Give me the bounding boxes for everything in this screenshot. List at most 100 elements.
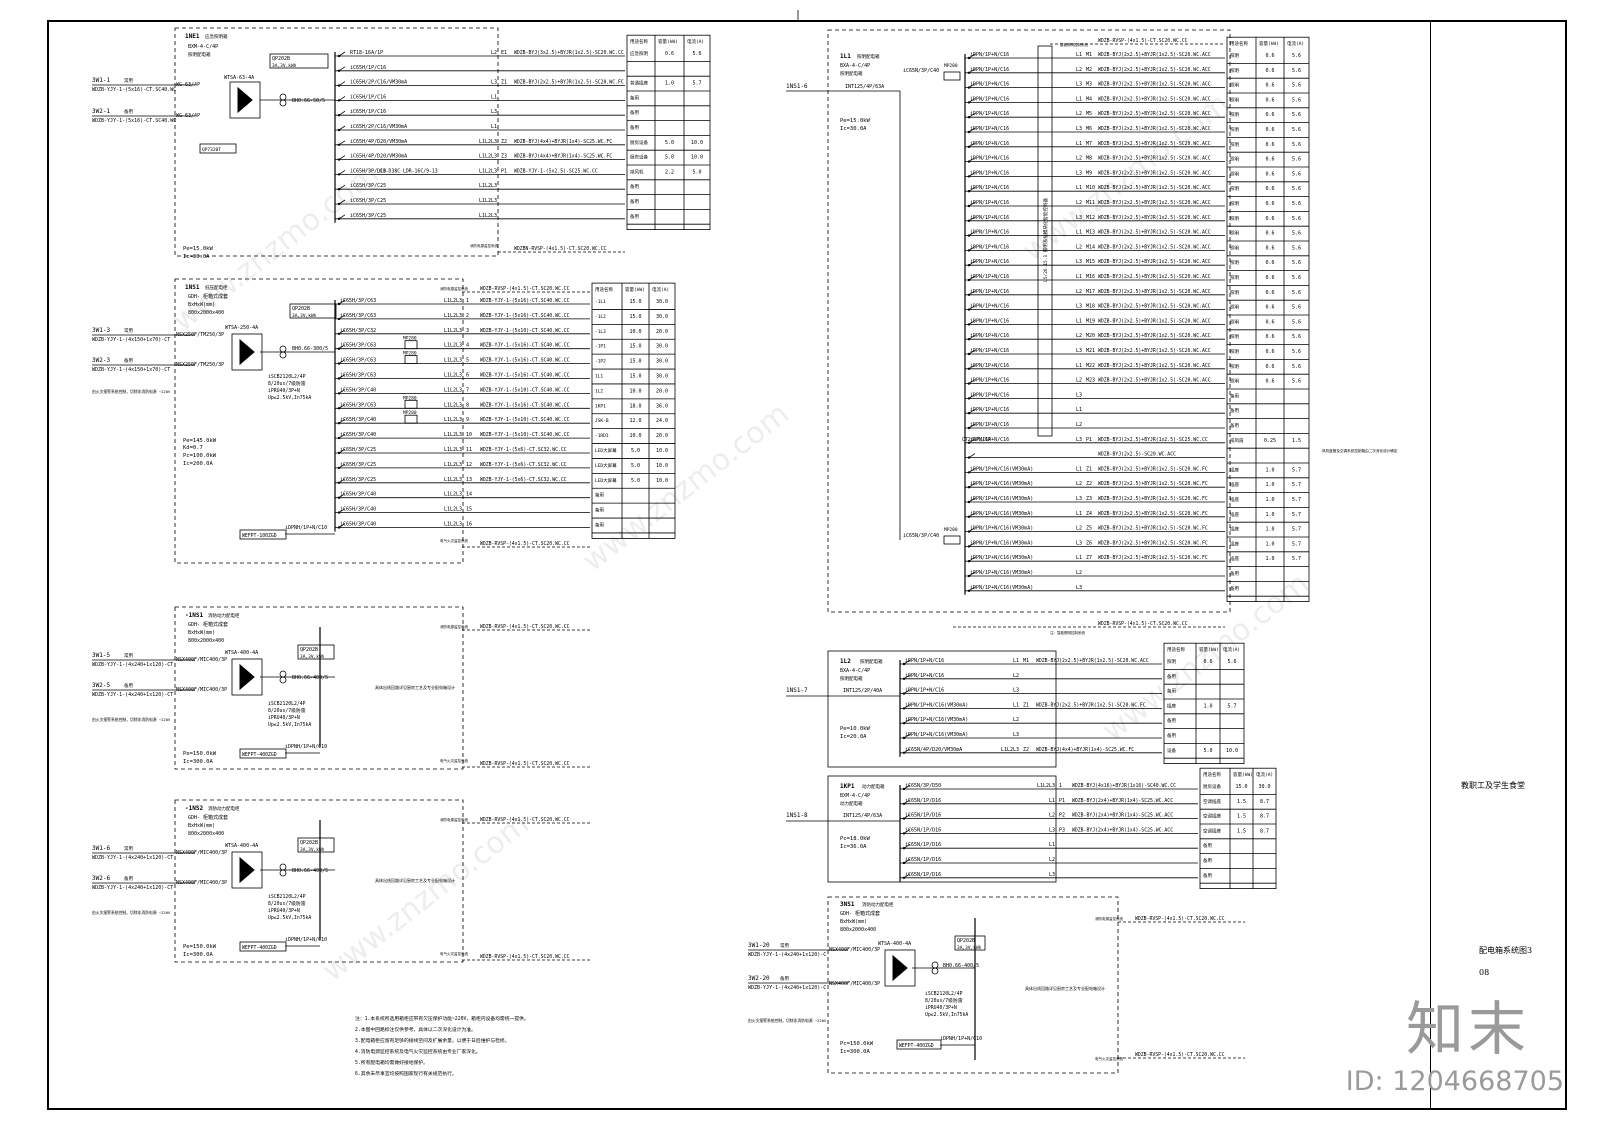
- panel-box-dims-label: BxHxW(mm): [188, 630, 215, 636]
- incoming-cable-1: WDZB-YJY-1-(5x16)-CT.SC40.WC: [92, 87, 176, 93]
- breaker-icon: [968, 53, 976, 59]
- incoming-breaker-1: NSX250F/TM250/3P: [176, 332, 224, 338]
- contact-dot-icon: [967, 293, 971, 296]
- circuit-number: M19: [1086, 318, 1095, 324]
- load-name: 照明: [1230, 201, 1239, 207]
- cable-spec: WDZB-BYJ(2x2.5)+BYJR(1x2.5)-SC20.WC.ACC: [1098, 111, 1211, 117]
- load-current: 5.6: [1292, 83, 1301, 89]
- breaker-icon: [968, 527, 976, 532]
- phase-label: L2: [1076, 333, 1082, 339]
- load-current: 5.6: [692, 51, 701, 57]
- contact-dot-icon: [967, 130, 971, 134]
- panel-box-type: 照明配电箱: [840, 70, 863, 77]
- wef-module: [239, 529, 287, 540]
- panel-name: 1NE1: [185, 33, 200, 40]
- breaker-icon: [903, 748, 911, 754]
- panel-subtitle: 低压配电柜: [205, 284, 228, 291]
- load-current: 5.6: [1292, 216, 1301, 222]
- energy-meter-box: [404, 414, 418, 424]
- load-power: 2.2: [665, 169, 674, 175]
- incoming-cable-1: WDZB-YJY-1-(4x240+1x120)-CT: [92, 855, 173, 861]
- breaker-icon: [968, 231, 976, 236]
- circuit-number: M21: [1086, 348, 1095, 354]
- surge-protector-spec: Up≤2.5kV,In75kA: [268, 395, 311, 401]
- cable-spec: WDZB-BYJ(2x2.5)+BYJR(1x2.5)-SC20.WC.FC: [1098, 481, 1208, 487]
- circuit-number: 16: [466, 522, 472, 528]
- monitor-cable: WDZB-RVSP-(4x1.5)-CT.SC20.WC.CC: [1135, 916, 1225, 922]
- cable-spec: WDZB-BYJ(2x2.5)+BYJR(1x2.5)-SC20.WC.ACC: [1098, 230, 1211, 236]
- qp-spec: 3A,3V,kWh: [300, 654, 325, 660]
- load-power: 0.6: [1265, 216, 1274, 222]
- circuit-number: M8: [1086, 156, 1092, 162]
- energy-meter-model: MP280: [403, 336, 417, 342]
- wef-label: 电气火灾监控系统: [440, 758, 468, 763]
- circuit-number: 3: [466, 328, 469, 334]
- breaker-model: iC65H/3P/D10: [350, 168, 386, 174]
- energy-meter-box-2: [943, 535, 961, 545]
- circuit-number: M18: [1086, 304, 1095, 310]
- breaker-icon: [903, 674, 911, 680]
- phase-label: L1L2L3: [1001, 747, 1019, 753]
- panel-name: 1KP1: [840, 783, 855, 790]
- atse-arrow-icon: [892, 954, 908, 982]
- load-current: 5.6: [1292, 260, 1301, 266]
- design-note: 2.本图中回路标注仅供参考，具体以二次深化设计为准。: [355, 1026, 476, 1033]
- circuit-number: 9: [466, 417, 469, 423]
- phase-label: L1: [1076, 511, 1082, 517]
- phase-label: L3: [491, 109, 497, 115]
- load-current: 5.6: [1292, 127, 1301, 133]
- load-power: 10.0: [629, 329, 641, 335]
- ct-model: BH0.66-400/5: [292, 675, 328, 681]
- contact-dot-icon: [902, 876, 906, 879]
- design-note: 6.其余未尽事宜均按照国家现行有关规范执行。: [355, 1070, 457, 1077]
- cable-spec: WDZB-YJY-1-(5x10)-CT.SC40.WC.CC: [480, 417, 570, 423]
- surge-protector-spec: Up≤2.5kV,In75kA: [268, 915, 311, 921]
- phase-label: L3: [1013, 688, 1019, 694]
- panel-box-type: 照明配电箱: [840, 675, 863, 682]
- breaker-icon: [903, 829, 911, 834]
- breaker-icon: [968, 379, 976, 384]
- phase-label: L3: [1049, 827, 1055, 833]
- panel-box-dims-label: BxHxW(mm): [188, 302, 215, 308]
- load-name: 插座: [1230, 496, 1239, 503]
- load-name: 照明: [1230, 68, 1239, 74]
- contact-dot-icon: [337, 84, 341, 87]
- load-current: 5.6: [1292, 112, 1301, 118]
- phase-label: L2: [491, 50, 497, 56]
- monitor-label: 消防电源监控系统: [440, 286, 468, 291]
- incoming-breaker-1: NSX400F/MIC400/3P: [176, 657, 227, 663]
- phase-label: L1: [1076, 555, 1082, 561]
- incoming-feeder-2: 3W2-20: [748, 975, 770, 982]
- load-name: LED大屏幕: [595, 462, 617, 469]
- contact-dot-icon: [337, 99, 341, 102]
- circuit-number: M3: [1086, 82, 1092, 88]
- panel-subtitle: 照明配电箱: [857, 53, 880, 60]
- load-name: 备用: [595, 522, 604, 529]
- breaker-icon: [968, 438, 976, 444]
- contactor-model: CT2/1P/16A: [962, 437, 991, 443]
- contact-dot-icon: [967, 145, 971, 148]
- load-power: 1.0: [1265, 497, 1274, 503]
- breaker-icon: [338, 184, 346, 190]
- phase-label: L1: [1076, 363, 1082, 369]
- contact-dot-icon: [967, 500, 971, 504]
- load-name: 照明: [1230, 334, 1239, 340]
- breaker-icon: [338, 418, 346, 424]
- load-current: 5.6: [1292, 245, 1301, 251]
- breaker-icon: [968, 482, 976, 488]
- load-power: 15.0: [1235, 784, 1247, 790]
- panel-name: 3NS1: [840, 901, 855, 908]
- breaker-icon: [338, 110, 346, 116]
- cable-spec: WDZB-BYJ(4x4)+BYJR(1x4)-SC25.WC.FC: [1036, 747, 1134, 753]
- circuit-number: Z3: [501, 154, 507, 160]
- circuit-number: P2: [1059, 813, 1065, 819]
- load-name: 照明: [1230, 97, 1239, 103]
- atse-model: WTSA-250-4A: [225, 325, 258, 331]
- panel-box-model: BXA-4-C/4P: [840, 668, 870, 674]
- load-name: 插座: [1230, 511, 1239, 518]
- load-power: 0.6: [1265, 275, 1274, 281]
- incoming-feeder: 1NS1-8: [786, 812, 808, 819]
- load-power: 0.6: [665, 51, 674, 57]
- contact-dot-icon: [337, 526, 341, 529]
- contact-dot-icon: [902, 832, 906, 835]
